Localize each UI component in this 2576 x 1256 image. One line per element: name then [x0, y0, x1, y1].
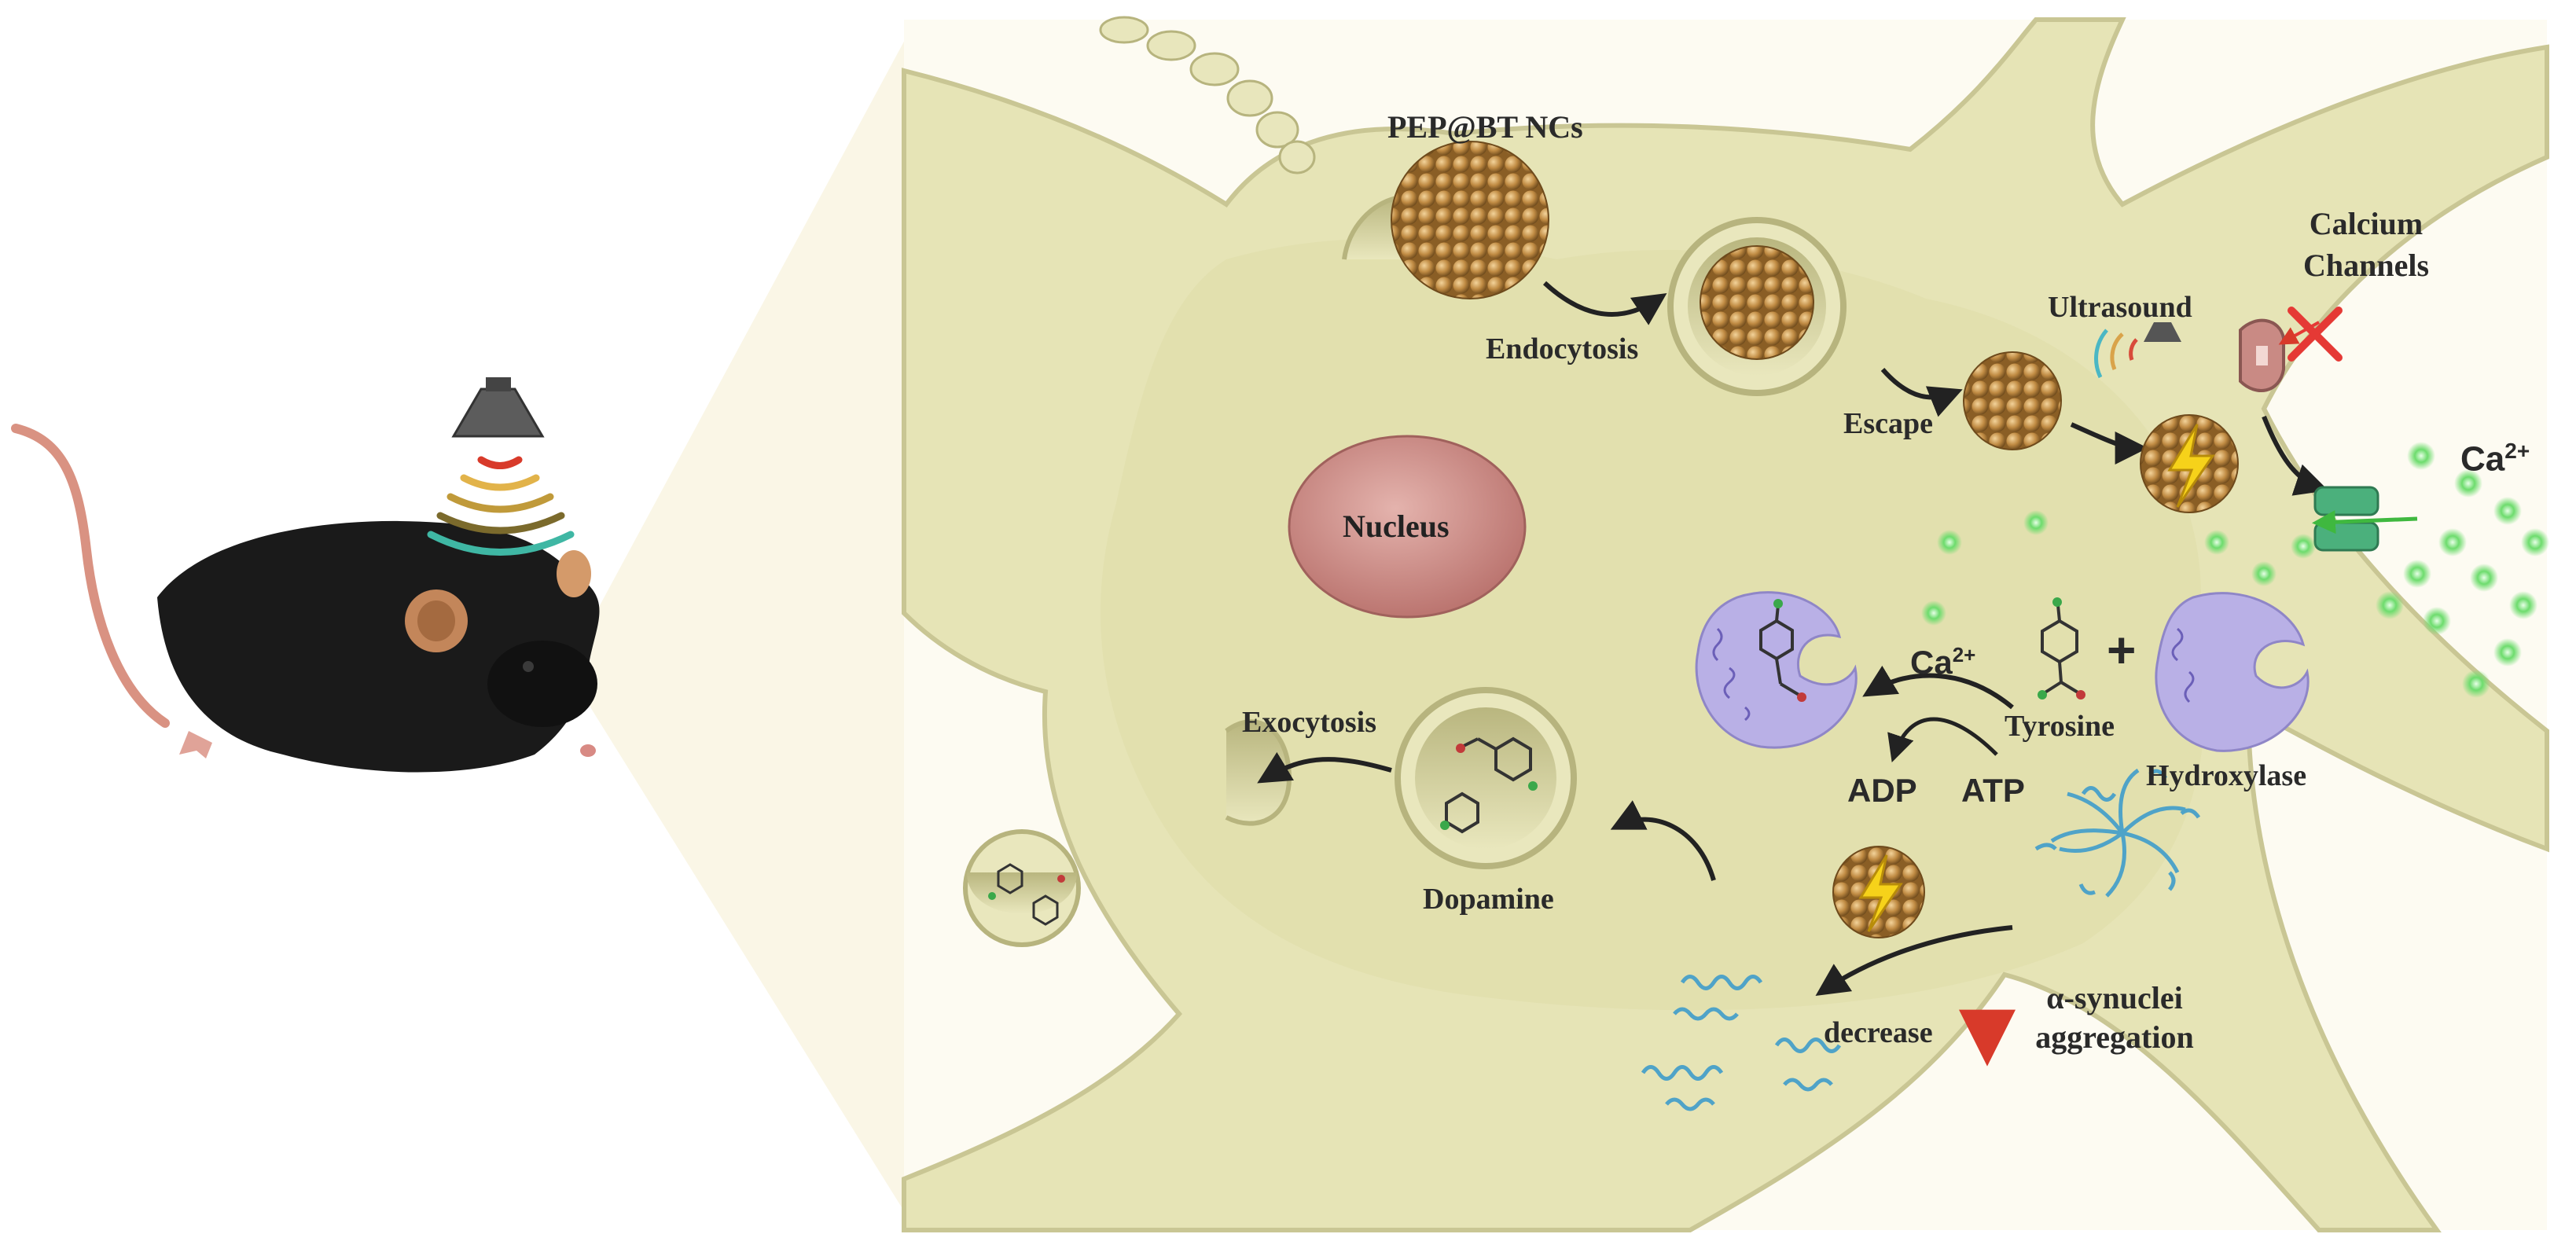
dendrite-beads: [1099, 16, 1316, 174]
ca-inside-charge: 2+: [1952, 643, 1976, 667]
dopamine-vesicle: [1395, 687, 1577, 869]
activation-arrow: [2070, 422, 2148, 465]
sound-wave-icon: [427, 456, 575, 556]
label-calcium-channels-1: Calcium: [2309, 206, 2423, 241]
ca-outside-charge: 2+: [2504, 439, 2530, 463]
label-endocytosis: Endocytosis: [1486, 332, 1639, 365]
activated-nanocluster: [2140, 414, 2239, 513]
disaggregation-arrow: [1815, 925, 2013, 996]
hydroxylase-enzyme: [2155, 592, 2310, 752]
label-ca-outside: Ca2+: [2460, 440, 2530, 477]
lightning-bolt-icon-2: [1858, 854, 1903, 932]
speaker-icon: [451, 387, 545, 438]
x-mark-icon: [2288, 307, 2343, 362]
calcium-channel-open: [2312, 486, 2418, 552]
label-synuclein-1: α-synuclei: [2046, 980, 2183, 1015]
label-plus: +: [2107, 622, 2137, 678]
ultrasound-source: [427, 377, 575, 556]
ca-inside-text: Ca: [1910, 644, 1953, 681]
label-synuclein-2: aggregation: [2035, 1019, 2194, 1055]
mouse-eye: [523, 661, 534, 672]
label-escape: Escape: [1843, 407, 1933, 440]
mouse-nose: [580, 744, 596, 757]
synuclein-aggregate: [2034, 768, 2201, 898]
mouse: [11, 424, 600, 773]
label-adp: ADP: [1847, 772, 1917, 809]
escape-arrow: [1880, 368, 1963, 417]
escaped-nanocluster: [1963, 351, 2062, 450]
released-vesicle: [963, 829, 1081, 947]
tyrosine-bound: [1759, 604, 1802, 697]
mouse-body: [157, 520, 600, 773]
endosome-nanocluster: [1700, 245, 1814, 360]
tyrosine-molecule: [2041, 604, 2081, 695]
enzyme-complex: [1695, 591, 1858, 749]
label-decrease: decrease: [1824, 1016, 1933, 1049]
label-nucleus: Nucleus: [1343, 509, 1450, 544]
calcium-channel-blocked: [2239, 307, 2343, 392]
label-calcium-channels-2: Channels: [2302, 248, 2430, 283]
label-exocytosis: Exocytosis: [1242, 706, 1376, 739]
synuclein-monomers: [1641, 975, 1842, 1111]
ca-outside-text: Ca: [2460, 439, 2505, 479]
label-atp: ATP: [1961, 772, 2025, 809]
activated-nanocluster-2: [1832, 846, 1925, 938]
zoom-wedge: [566, 20, 916, 1230]
label-tyrosine: Tyrosine: [2005, 710, 2115, 743]
endocytosis-arrow: [1542, 281, 1667, 325]
calcium-ions: [1921, 442, 2549, 698]
ultrasound-emitter-small: [2094, 322, 2181, 379]
label-ultrasound: Ultrasound: [2048, 291, 2192, 324]
label-pep-bt: PEP@BT NCs: [1387, 109, 1583, 145]
mouse-ear-2: [557, 550, 591, 597]
channel-opening-arrow: [2262, 415, 2328, 496]
reaction-arrow: [1862, 665, 2014, 710]
pep-bt-nanocluster: [1391, 141, 1549, 299]
cytoplasm: [1101, 238, 2207, 1011]
lightning-bolt-icon: [2167, 424, 2215, 508]
nucleus: [1288, 435, 1527, 619]
label-hydroxylase: Hydroxylase: [2146, 759, 2307, 792]
mouse-tail: [11, 424, 170, 728]
endocytosis-pit: [1342, 141, 1549, 299]
label-dopamine: Dopamine: [1423, 883, 1554, 916]
endosome: [1667, 217, 1847, 396]
dopamine-formation-arrow: [1610, 800, 1716, 881]
exocytosis-arrow: [1257, 751, 1392, 784]
label-ca-inside: Ca2+: [1910, 645, 1975, 679]
atp-adp-arrow: [1887, 717, 1998, 762]
